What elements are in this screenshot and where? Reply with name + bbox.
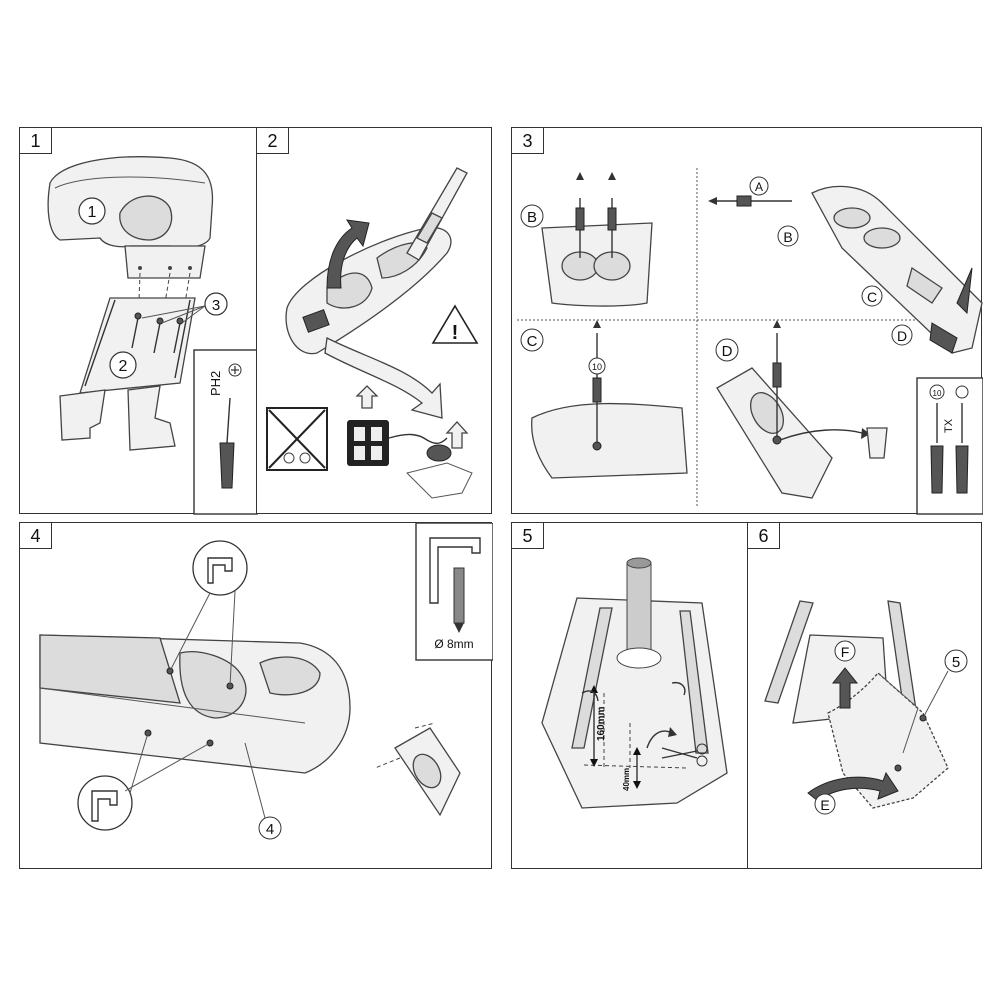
drill-size-label: Ø 8mm <box>434 637 473 651</box>
no-scissors-icon <box>266 407 328 471</box>
callout-2: 2 <box>119 358 128 375</box>
label-d-right: D <box>897 328 907 344</box>
panel-step-6: 6 F E 5 <box>747 522 982 869</box>
panel-step-2: 2 ! <box>256 127 492 514</box>
panel-number: 6 <box>748 523 780 549</box>
label-b-left: B <box>527 209 537 226</box>
measure-160mm: 160mm <box>596 706 607 741</box>
scissors-icon <box>661 743 708 767</box>
panel-number: 5 <box>512 523 544 549</box>
armrest-assembly-illustration: 1 2 3 PH2 <box>47 156 258 515</box>
label-f: F <box>841 644 850 660</box>
callout-4: 4 <box>266 821 274 838</box>
callout-5: 5 <box>952 654 960 671</box>
cutting-template-illustration: 160mm 40mm <box>541 557 728 809</box>
callout-3: 3 <box>212 297 220 314</box>
label-c-right: C <box>867 289 877 305</box>
torque-10-c: 10 <box>592 362 602 372</box>
console-screws-illustration: B A B C D C 10 D <box>517 168 983 515</box>
panel-number: 3 <box>512 128 544 154</box>
label-c-left: C <box>527 333 538 350</box>
panel-number: 1 <box>20 128 52 154</box>
label-a: A <box>755 180 763 194</box>
panel-step-3: 3 B A B C D C 10 <box>511 127 983 515</box>
tool-label-ph2: PH2 <box>208 371 223 396</box>
template-placement-illustration: F E 5 <box>764 600 968 815</box>
svg-text:!: ! <box>452 322 459 344</box>
panel-step-4: 4 4 Ø 8mm <box>19 522 493 869</box>
warning-icon <box>431 304 479 344</box>
drill-bit-icon <box>453 567 465 633</box>
console-drilling-illustration: 4 Ø 8mm <box>39 523 493 840</box>
measure-40mm: 40mm <box>622 768 631 791</box>
torque-10-tool: 10 <box>933 389 942 398</box>
label-d-left: D <box>722 343 733 360</box>
console-removal-illustration: ! <box>266 167 479 499</box>
panel-step-1: 1 1 2 3 <box>19 127 258 515</box>
panel-number: 2 <box>257 128 289 154</box>
panel-number: 4 <box>20 523 52 549</box>
label-b-right: B <box>783 229 792 245</box>
tool-label-tx: TX <box>943 418 955 433</box>
phillips-screwdriver-icon <box>219 363 242 489</box>
switch-connector-icon <box>347 385 389 466</box>
label-e: E <box>820 797 829 813</box>
panel-step-5: 5 160mm 40mm <box>511 522 748 869</box>
torx-screwdriver-icon: 10 <box>929 384 969 494</box>
callout-1: 1 <box>88 204 97 221</box>
